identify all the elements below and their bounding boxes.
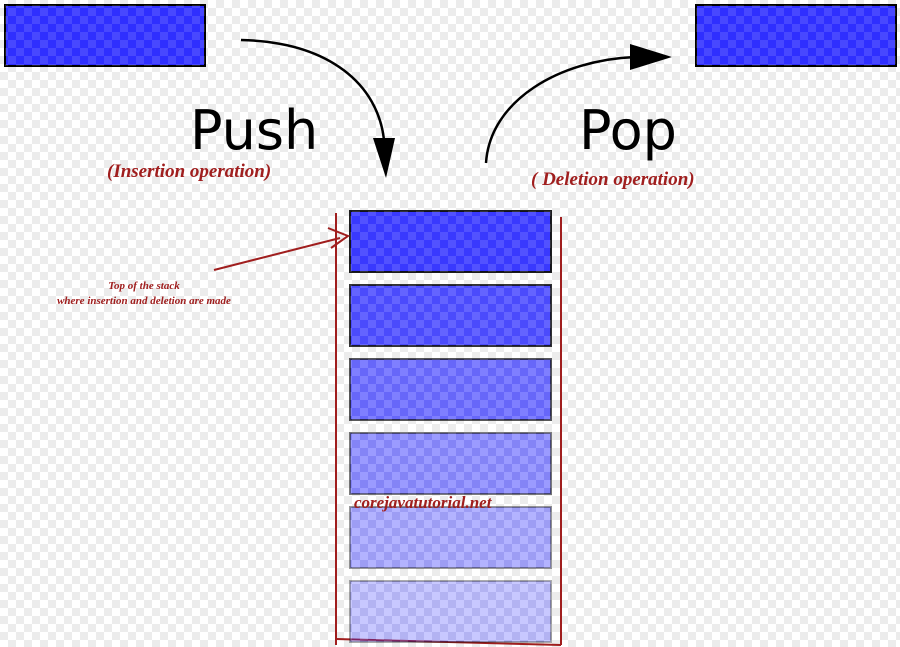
- top-of-stack-pointer: [213, 227, 351, 271]
- push-title: Push: [190, 99, 319, 162]
- top-of-stack-note-line2: where insertion and deletion are made: [57, 295, 231, 307]
- pop-element-block: [695, 4, 897, 67]
- stack-element-top: [349, 210, 552, 273]
- stack-element: [349, 284, 552, 347]
- stack-elements: [349, 210, 552, 643]
- stack-element: [349, 506, 552, 569]
- top-of-stack-note-line1: Top of the stack: [108, 280, 180, 292]
- stack-element: [349, 580, 552, 643]
- top-of-stack-note: Top of the stack where insertion and del…: [24, 279, 264, 309]
- pop-subtitle: ( Deletion operation): [531, 169, 695, 190]
- push-subtitle: (Insertion operation): [107, 161, 272, 182]
- stack-element: [349, 358, 552, 421]
- watermark: corejavatutorial.net: [354, 493, 492, 512]
- pop-title: Pop: [579, 99, 677, 162]
- push-element-block: [4, 4, 206, 67]
- pop-arrow: [484, 44, 672, 164]
- stack-element: [349, 432, 552, 495]
- push-arrow: [240, 38, 395, 178]
